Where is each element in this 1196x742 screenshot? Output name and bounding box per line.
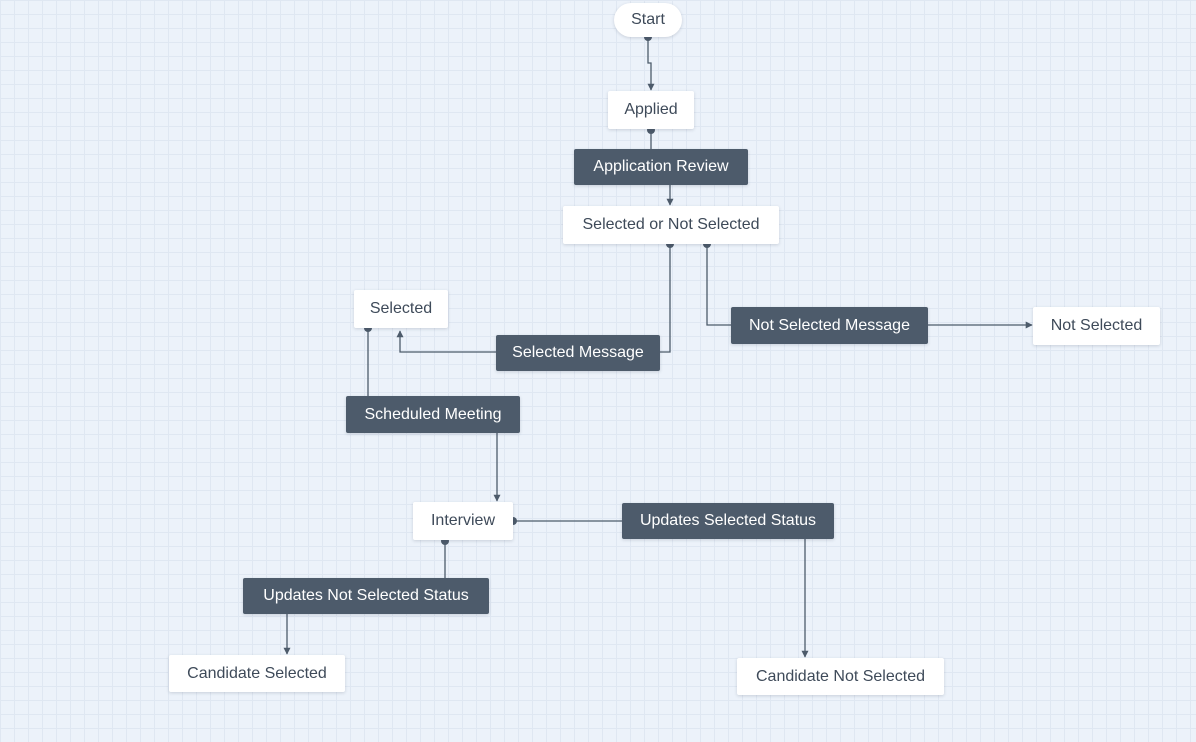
node-not-selected[interactable]: Not Selected <box>1033 307 1160 345</box>
connector-selection-not-selected-message <box>706 244 731 326</box>
node-selected-message[interactable]: Selected Message <box>496 335 660 371</box>
connector-start-applied <box>647 37 655 91</box>
node-selected-or-not-selected[interactable]: Selected or Not Selected <box>563 206 779 244</box>
node-candidate-selected[interactable]: Candidate Selected <box>169 655 345 692</box>
node-not-selected-message[interactable]: Not Selected Message <box>731 307 928 344</box>
connector-selected-message-selected <box>396 330 496 353</box>
node-applied[interactable]: Applied <box>608 91 694 129</box>
node-start[interactable]: Start <box>614 3 682 37</box>
connector-selection-selected-message <box>659 244 671 353</box>
node-updates-not-selected-status[interactable]: Updates Not Selected Status <box>243 578 489 614</box>
node-candidate-not-selected[interactable]: Candidate Not Selected <box>737 658 944 695</box>
node-application-review[interactable]: Application Review <box>574 149 748 185</box>
node-scheduled-meeting[interactable]: Scheduled Meeting <box>346 396 520 433</box>
node-interview[interactable]: Interview <box>413 502 513 540</box>
node-updates-selected-status[interactable]: Updates Selected Status <box>622 503 834 539</box>
node-selected[interactable]: Selected <box>354 290 448 328</box>
